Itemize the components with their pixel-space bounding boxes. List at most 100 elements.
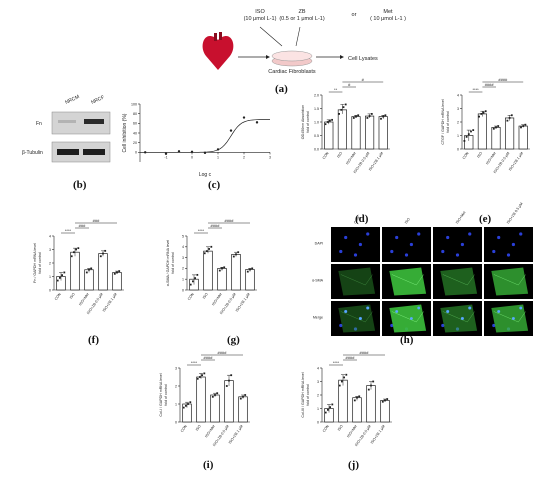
data-point [343,376,345,379]
nucleus [344,235,348,240]
data-point [370,113,373,115]
x-tick-label: 1 [217,155,219,159]
data-point [228,379,230,382]
bar [203,250,213,291]
data-point [366,117,369,119]
if-row-label: Merge [313,316,323,320]
nucleus [461,317,464,320]
x-tick-label: ISO [337,424,344,432]
data-point [56,279,59,282]
sma-fiber [338,304,376,333]
y-axis-label: fold of control [306,111,310,133]
nucleus [359,317,362,320]
x-tick-label: ISO+ZB 1 μM [508,151,524,171]
data-point [463,140,466,142]
y-tick-label: 2 [457,120,459,124]
x-tick-label: ISO+ZB 1 μM [370,424,386,444]
y-tick-label: 0 [457,147,459,151]
data-point [113,272,116,275]
nucleus [460,242,464,247]
y-axis-label: Cell inhibition (%) [122,113,128,152]
y-tick-label: 4 [182,245,184,249]
y-tick-label: 4 [49,234,51,238]
y-axis-label: fold of control [164,384,168,406]
y-axis-label: fold of control [171,252,175,274]
sig-marker: #### [218,350,228,355]
y-tick-label: 5 [182,234,184,238]
data-point [384,114,387,117]
data-point [187,403,189,405]
data-point [329,406,331,409]
scheme-cells: Cardiac Fibroblasts [268,69,316,75]
sma-fiber-line [340,311,373,323]
fit-curve [140,119,270,153]
sig-marker: #### [346,355,356,360]
data-point [338,384,341,387]
bar [196,376,206,423]
data-point [386,398,389,400]
x-tick-label: 2 [243,155,245,159]
panel-label-e: (e) [479,213,492,225]
data-point [327,408,329,411]
x-tick-label: -1 [164,155,167,159]
data-point [242,395,244,398]
y-tick-label: 1.5 [314,107,319,111]
data-point [255,121,259,124]
data-point [495,126,497,129]
nucleus [410,317,413,320]
data-point [77,247,80,250]
x-tick-label: ISO+ZB 1 μM [368,151,384,171]
data-point [182,406,185,409]
scheme-met: Met [383,9,393,15]
bar [505,117,515,150]
if-column-label: ISO+Met [455,211,466,225]
bar [324,121,334,150]
x-tick-label: ISO+Met [211,292,222,306]
if-image-tile [331,264,380,299]
nucleus [390,323,394,328]
x-tick-label: ISO [202,292,209,300]
nucleus [417,232,421,236]
data-point [331,118,333,121]
data-point [480,113,483,115]
data-point [199,376,201,378]
if-image-tile [433,227,482,262]
petri-dish-icon [271,50,313,67]
data-point [353,399,356,402]
data-point [356,396,358,399]
sma-fiber-line [442,311,475,323]
data-point [214,394,216,396]
data-point [246,270,249,273]
bar [518,125,528,150]
data-point [190,150,194,154]
data-point [508,117,511,119]
data-point [482,111,485,114]
data-point [357,114,360,117]
scheme-zb-conc: (0.5 or 1 μmol L-1) [279,16,325,22]
panel-label-j: (j) [348,459,359,471]
data-point [211,395,214,398]
x-tick-label: CON [180,424,188,433]
x-tick-label: ISO [336,151,343,159]
y-axis-label: Col-I / GAPDH mRNA level [159,373,163,416]
y-tick-label: 3 [457,107,459,111]
data-point [104,249,107,252]
nucleus [366,306,370,310]
nucleus [353,253,358,257]
blot-row-fn: Fn [36,121,42,127]
y-axis-label: fold of control [446,111,450,133]
x-tick-label: ISO [69,292,76,300]
bar [210,394,220,423]
data-point [249,268,251,271]
y-tick-label: 0 [49,288,51,292]
data-point [242,116,246,119]
if-column-label: CON [353,215,361,224]
if-row-label: α-SMA [312,279,324,283]
y-tick-label: 0.0 [314,147,319,151]
x-tick-label: ISO+Met [346,424,357,438]
blot-frame-fn [51,111,111,135]
data-point [384,399,386,402]
y-tick-label: 0 [182,288,184,292]
